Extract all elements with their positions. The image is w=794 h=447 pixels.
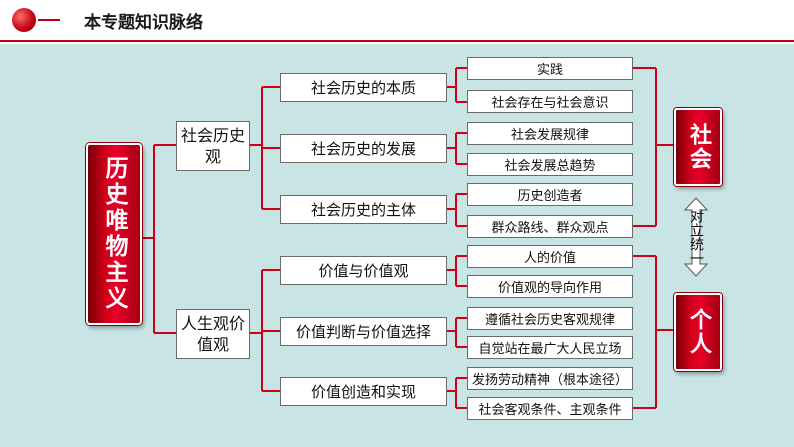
- side-society: 社会: [674, 108, 722, 186]
- leaf-existence-consciousness: 社会存在与社会意识: [467, 90, 633, 113]
- unity-of-opposites: 对立统一: [683, 197, 709, 277]
- node-life-value-view: 人生观价值观: [176, 309, 250, 359]
- node-value-judgment: 价值判断与价值选择: [280, 317, 447, 346]
- leaf-value-guidance: 价值观的导向作用: [467, 275, 633, 298]
- node-development: 社会历史的发展: [280, 134, 447, 163]
- double-arrow-icon: [683, 197, 709, 277]
- side-individual: 个人: [674, 293, 722, 371]
- leaf-general-trend: 社会发展总趋势: [467, 153, 633, 176]
- node-value: 价值与价值观: [280, 256, 447, 285]
- node-social-history-view: 社会历史观: [176, 121, 250, 171]
- leaf-development-law: 社会发展规律: [467, 122, 633, 145]
- page-title: 本专题知识脉络: [84, 13, 203, 33]
- leaf-practice: 实践: [467, 57, 633, 80]
- leaf-follow-laws: 遵循社会历史客观规律: [467, 307, 633, 330]
- leaf-conditions: 社会客观条件、主观条件: [467, 397, 633, 420]
- red-dot-icon: [12, 8, 36, 32]
- header-divider: [0, 40, 794, 42]
- leaf-human-value: 人的价值: [467, 245, 633, 268]
- header-accent-line: [38, 19, 60, 21]
- root-node: 历史唯物主义: [86, 143, 142, 325]
- header-bar: 本专题知识脉络: [0, 0, 794, 44]
- node-subject: 社会历史的主体: [280, 195, 447, 224]
- leaf-labor-spirit: 发扬劳动精神（根本途径）: [467, 367, 633, 390]
- relation-label: 对立统一: [688, 209, 704, 265]
- leaf-mass-line: 群众路线、群众观点: [467, 215, 633, 238]
- node-value-creation: 价值创造和实现: [280, 377, 447, 406]
- leaf-history-creator: 历史创造者: [467, 183, 633, 206]
- node-essence: 社会历史的本质: [280, 73, 447, 102]
- leaf-people-stand: 自觉站在最广大人民立场: [467, 336, 633, 359]
